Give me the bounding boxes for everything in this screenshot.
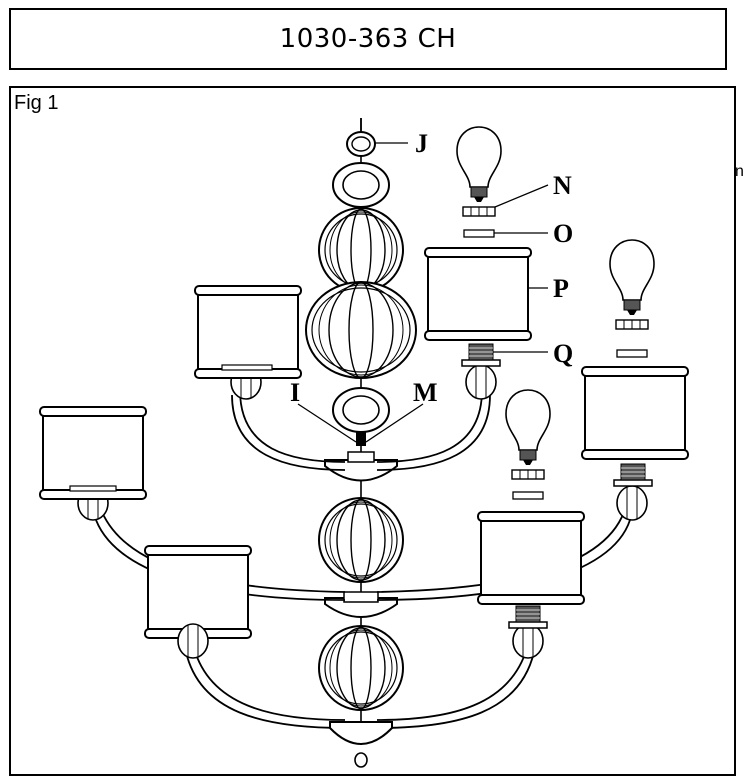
model-number: 1030-363 CH (279, 24, 457, 54)
top-loop (346, 118, 376, 157)
figure-label: Fig 1 (14, 92, 59, 114)
callout-i: I (290, 378, 300, 407)
callout-m: M (413, 378, 438, 407)
callout-j: J (415, 129, 428, 158)
clipped-text-fragment: n (735, 163, 744, 180)
figure-frame (9, 86, 736, 776)
callout-q: Q (553, 339, 573, 368)
callout-o: O (553, 219, 573, 248)
callout-n: N (553, 171, 572, 200)
model-number-box: 1030-363 CH (9, 8, 727, 70)
callout-p: P (553, 274, 569, 303)
